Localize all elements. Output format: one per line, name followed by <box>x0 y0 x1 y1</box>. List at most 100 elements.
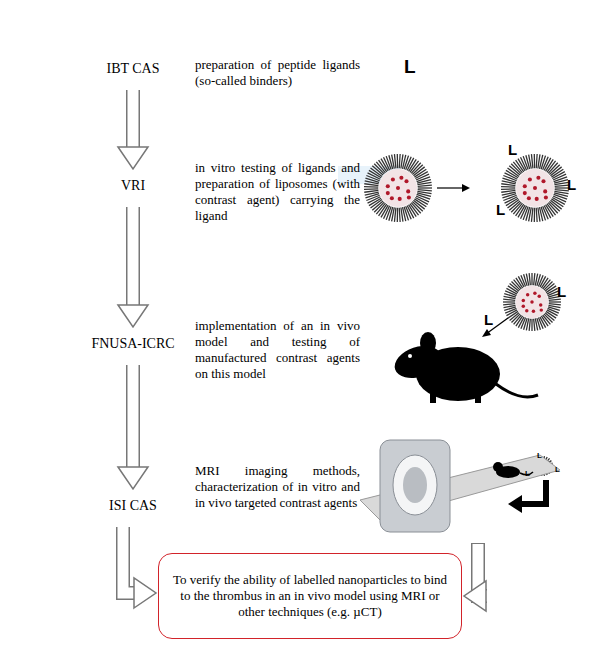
ligand-mark: L <box>484 311 493 328</box>
contrast-dot <box>539 303 542 306</box>
org-name: VRI <box>83 175 183 197</box>
lipid-tail <box>364 186 378 188</box>
arrow-head <box>118 147 148 169</box>
contrast-dot <box>540 308 543 311</box>
contrast-dot <box>523 191 527 195</box>
contrast-dot <box>530 300 533 303</box>
arrow-shaft-outline <box>126 365 140 469</box>
text-stack: IBT CAS <box>106 61 159 77</box>
side-arrow <box>464 543 488 611</box>
contrast-dot <box>533 186 537 190</box>
lipid-tail <box>554 182 568 184</box>
liposome-core <box>379 169 417 207</box>
contrast-dot <box>532 310 535 313</box>
contrast-dot <box>398 197 402 201</box>
text-stack: FNUSA-ICRC <box>91 336 174 352</box>
lipid-tail <box>504 305 516 307</box>
lipid-tail <box>418 187 432 188</box>
org-name: ISI CAS <box>83 495 183 517</box>
process-arrow <box>437 187 466 188</box>
step-description: in vitro testing of ligands and preparat… <box>195 160 360 224</box>
lipid-tail <box>401 208 403 222</box>
text-stack: ISI CAS <box>109 498 157 514</box>
arrow-head <box>482 329 491 337</box>
lipid-tail <box>536 154 538 168</box>
arrow-head <box>134 578 156 608</box>
lipid-tail <box>397 208 399 222</box>
step-description: MRI imaging methods, characterization of… <box>195 463 360 511</box>
node-text: FNUSA-ICRC <box>91 336 174 352</box>
contrast-dot <box>533 292 536 295</box>
ligand-mark: L <box>557 283 566 300</box>
ligand-mark: L <box>496 201 505 218</box>
contrast-dot <box>544 195 548 199</box>
node-text: ISI CAS <box>109 498 157 514</box>
lipid-tail <box>364 190 378 192</box>
lipid-tail <box>364 188 378 190</box>
arrow-shaft-fill <box>128 207 139 307</box>
arrow-shaft-fill <box>123 527 136 593</box>
lipid-tail <box>529 319 530 331</box>
contrast-dot <box>523 184 527 188</box>
lipid-tail <box>397 154 399 168</box>
lipid-tail <box>549 304 561 305</box>
arrow-head <box>118 467 148 489</box>
lipid-tail <box>549 301 561 302</box>
lipid-tail <box>501 186 515 188</box>
lipid-tail <box>392 155 395 169</box>
ligand-mark: L <box>508 141 517 158</box>
lipid-tail <box>503 301 515 302</box>
contrast-dot <box>522 305 525 308</box>
lipid-tail <box>503 304 515 305</box>
org-name: IBT CAS <box>83 58 183 80</box>
liposome-core <box>516 286 548 318</box>
contrast-dot <box>386 191 390 195</box>
lipid-tail <box>555 185 569 186</box>
ligand-mark: L <box>404 56 416 78</box>
lipid-tail <box>399 154 401 168</box>
liposome-core <box>516 169 554 207</box>
arrow-shaft-fill <box>128 90 139 149</box>
arrow-shaft-outline <box>126 90 140 149</box>
lipid-tail <box>531 154 532 168</box>
contrast-dot <box>404 179 408 183</box>
lipid-tail <box>531 208 532 222</box>
flow-arrow <box>118 207 148 327</box>
contrast-dot <box>543 189 547 193</box>
lipid-tail <box>526 274 528 286</box>
flow-arrow <box>118 365 148 489</box>
lipid-tail <box>534 154 536 168</box>
contrast-dot <box>399 176 403 180</box>
lipid-tail <box>418 185 432 186</box>
contrast-dot <box>541 179 545 183</box>
liposome <box>364 154 432 222</box>
contrast-dot <box>526 293 529 296</box>
contrast-dot <box>536 176 540 180</box>
arrow-shaft-outline <box>126 207 140 307</box>
lipid-tail <box>534 319 535 331</box>
ligand-mark: L <box>537 451 542 460</box>
arrow-shaft-fill <box>128 365 139 469</box>
contrast-dot <box>386 184 390 188</box>
mri-scanner <box>360 440 560 532</box>
ligand-mark: L <box>555 465 560 474</box>
text-stack: VRI <box>121 178 145 194</box>
lipid-tail <box>529 155 532 169</box>
goal-box: To verify the ability of labelled nanopa… <box>158 553 462 639</box>
lipid-tail <box>531 319 532 331</box>
lipid-tail <box>535 318 537 330</box>
contrast-dot <box>525 309 528 312</box>
lipid-tail <box>418 190 432 191</box>
lipid-tail <box>529 273 530 285</box>
ligand-mark: L <box>567 176 576 193</box>
node-text: IBT CAS <box>106 61 159 77</box>
arrow-head <box>462 184 470 192</box>
contrast-dot <box>407 195 411 199</box>
arrow-head <box>118 305 148 327</box>
contrast-dot <box>406 189 410 193</box>
contrast-dot <box>522 299 525 302</box>
contrast-dot <box>391 177 395 181</box>
lipid-tail <box>555 187 569 188</box>
